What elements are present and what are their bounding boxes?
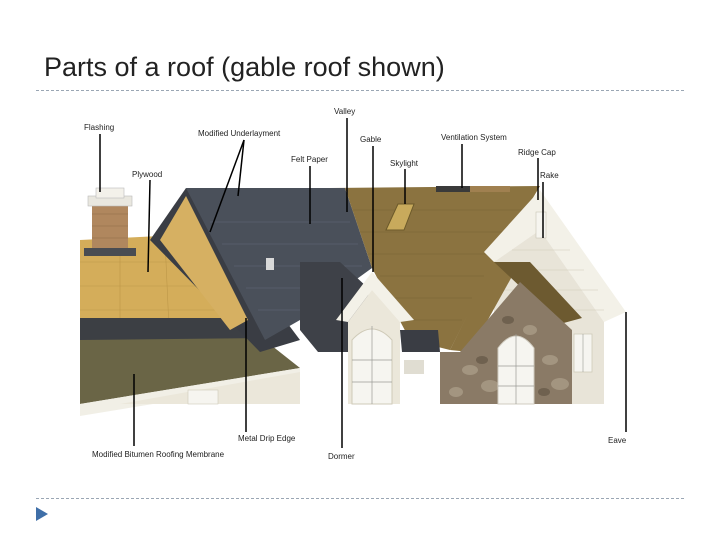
label-rake: Rake [540,171,559,180]
roof-illustration [80,186,626,416]
felt-strip [80,318,262,340]
label-modified-bitumen: Modified Bitumen Roofing Membrane [92,450,225,459]
label-plywood: Plywood [132,170,162,179]
skylight [385,203,415,231]
leader-lines [99,118,627,448]
label-valley: Valley [334,107,355,116]
bottom-divider [36,498,684,499]
label-ridge-cap: Ridge Cap [518,148,556,157]
label-modified-underlayment: Modified Underlayment [198,129,281,138]
slide-title: Parts of a roof (gable roof shown) [44,52,445,82]
label-gable: Gable [360,135,382,144]
felt-roof-plane [186,188,372,340]
part-labels: Flashing Modified Underlayment Valley Ga… [84,107,627,461]
label-dormer: Dormer [328,452,355,461]
label-ventilation-system: Ventilation System [441,133,507,142]
leader-plywood [147,179,151,273]
label-felt-paper: Felt Paper [291,155,328,164]
leader-underlayment-1 [209,139,245,233]
bitumen-membrane [80,338,300,404]
label-flashing: Flashing [84,123,114,132]
bullet-arrow-icon [36,507,48,521]
dormer [336,272,414,405]
shingle-roof [330,186,540,350]
label-skylight: Skylight [390,159,419,168]
leader-underlayment-2 [237,139,245,197]
chimney [84,187,136,256]
top-divider [36,90,684,91]
label-metal-drip-edge: Metal Drip Edge [238,434,296,443]
label-eave: Eave [608,436,627,445]
